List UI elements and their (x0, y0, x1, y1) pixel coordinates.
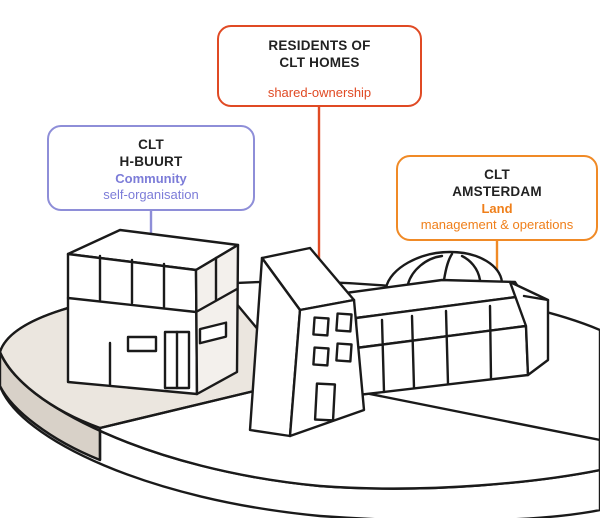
clt-amsterdam-role: Land (481, 200, 513, 216)
clt-amsterdam-description: management & operations (420, 217, 574, 232)
clt-amsterdam-title-1: CLT (484, 167, 510, 182)
clt-hbuurt-title-2: H-BUURT (119, 153, 183, 169)
residents-title-1: RESIDENTS OF (268, 38, 371, 53)
clt-hbuurt-description: self-organisation (103, 187, 199, 202)
residents-box: RESIDENTS OF CLT HOMES shared-ownership (217, 25, 422, 107)
clt-amsterdam-box: CLT AMSTERDAM Land management & operatio… (396, 155, 598, 241)
clt-hbuurt-box: CLT H-BUURT Community self-organisation (47, 125, 255, 211)
clt-hbuurt-role: Community (115, 170, 187, 186)
tilted-house-icon (248, 246, 366, 438)
clt-amsterdam-title-2: AMSTERDAM (452, 183, 542, 199)
domed-building-icon (336, 250, 550, 397)
office-building-icon (66, 228, 240, 396)
residents-description: shared-ownership (267, 84, 372, 100)
clt-hbuurt-title-1: CLT (138, 137, 164, 152)
residents-title-2: CLT HOMES (279, 54, 360, 70)
